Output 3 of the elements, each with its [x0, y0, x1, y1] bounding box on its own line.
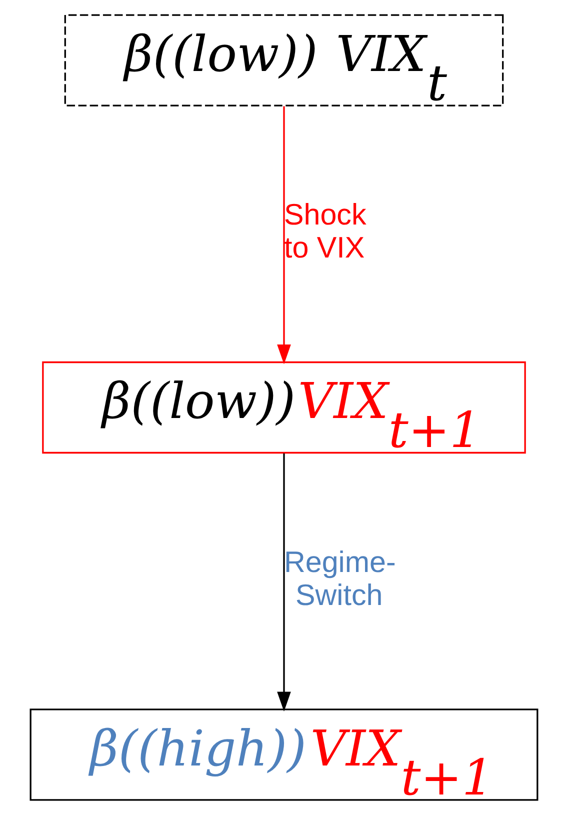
arrow — [277, 106, 291, 364]
arrow — [277, 453, 291, 712]
edge-label: Regime- Switch — [284, 546, 396, 612]
